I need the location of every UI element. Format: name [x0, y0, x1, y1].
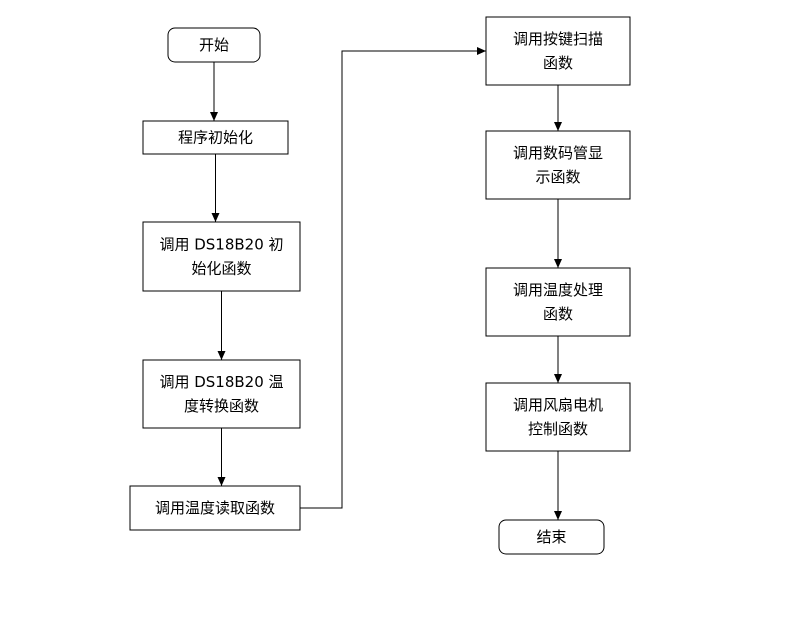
node-box — [142, 359, 301, 429]
node-end: 结束 — [498, 519, 605, 555]
node-label-line: 度转换函数 — [184, 397, 259, 415]
node-box — [485, 16, 631, 86]
node-label-line: 调用 DS18B20 温 — [159, 373, 283, 391]
node-label-line: 调用温度处理 — [513, 281, 603, 299]
node-box — [485, 130, 631, 200]
arrow-temp-read-to-key-scan — [300, 47, 486, 509]
node-label-line: 函数 — [543, 305, 573, 323]
node-box — [142, 120, 289, 155]
node-box — [167, 27, 261, 63]
node-init: 程序初始化 — [142, 120, 289, 155]
node-box — [485, 267, 631, 337]
node-label-line: 调用风扇电机 — [513, 396, 603, 414]
node-box — [498, 519, 605, 555]
node-box — [142, 221, 301, 292]
node-box — [485, 382, 631, 452]
node-label-line: 调用温度读取函数 — [155, 499, 275, 517]
node-label-line: 开始 — [199, 36, 229, 54]
node-label-line: 程序初始化 — [178, 129, 253, 147]
node-temp-read: 调用温度读取函数 — [129, 485, 301, 531]
node-label-line: 始化函数 — [191, 260, 251, 278]
node-box — [129, 485, 301, 531]
node-label-line: 调用 DS18B20 初 — [159, 236, 283, 254]
node-label-line: 示函数 — [535, 168, 580, 186]
node-label-line: 控制函数 — [528, 420, 588, 438]
node-label-line: 函数 — [543, 54, 573, 72]
node-label-line: 结束 — [536, 528, 566, 546]
node-label-line: 调用按键扫描 — [513, 30, 603, 48]
node-start: 开始 — [167, 27, 261, 63]
node-label-line: 调用数码管显 — [513, 144, 603, 162]
